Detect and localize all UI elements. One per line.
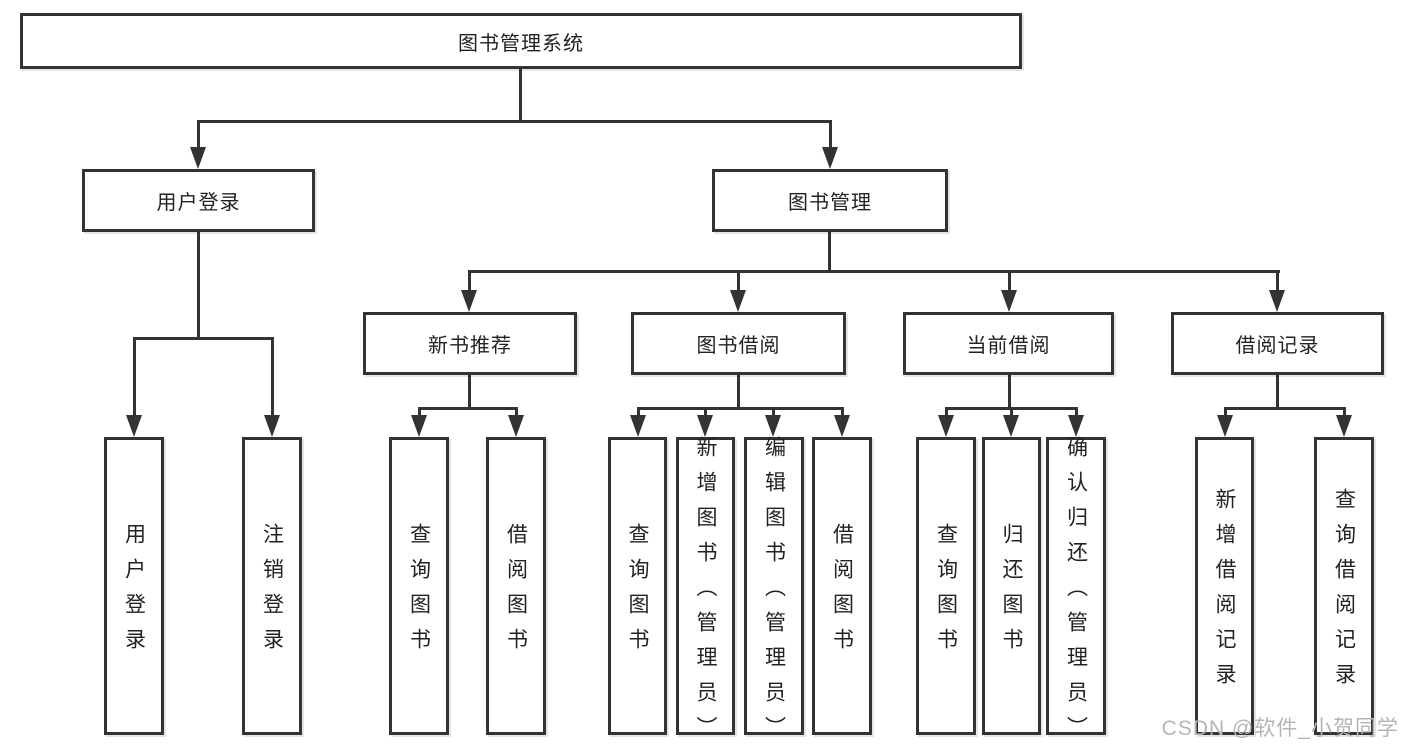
node-label: 当前借阅 (966, 335, 1051, 357)
connector-line (1010, 407, 1013, 419)
node-label: 借阅图书 (830, 523, 854, 663)
connector-line (468, 270, 471, 294)
leaf-records-query: 查询借阅记录 (1314, 437, 1374, 735)
connector-line (841, 407, 844, 419)
leaf-logout: 注销登录 (242, 437, 302, 735)
arrowhead-icon (461, 290, 477, 312)
node-label: 借阅记录 (1235, 335, 1320, 357)
connector-line (829, 120, 832, 153)
node-new-book-recommend: 新书推荐 (363, 312, 577, 375)
arrowhead-icon (1003, 415, 1019, 437)
connector-line (515, 407, 518, 419)
connector-line (737, 375, 740, 407)
connector-line (1276, 270, 1279, 294)
node-label: 确认归还（管理员） (1064, 435, 1088, 747)
leaf-newbook-query: 查询图书 (389, 437, 449, 735)
leaf-borrow-edit: 编辑图书（管理员） (744, 436, 804, 747)
arrowhead-icon (834, 415, 850, 437)
node-label: 查询图书 (626, 523, 649, 663)
node-label: 查询图书 (934, 523, 958, 663)
connector-line (133, 337, 136, 419)
arrowhead-icon (938, 415, 954, 437)
arrowhead-icon (126, 415, 142, 437)
leaf-user-login: 用户登录 (104, 437, 164, 735)
connector-line (737, 270, 740, 294)
node-label: 查询借阅记录 (1332, 488, 1356, 698)
arrowhead-icon (411, 415, 427, 437)
node-label: 归还图书 (1000, 523, 1023, 663)
connector-line (704, 407, 707, 419)
node-label: 注销登录 (260, 523, 284, 663)
leaf-borrow-add: 新增图书（管理员） (676, 436, 735, 747)
arrowhead-icon (765, 415, 781, 437)
leaf-current-query: 查询图书 (916, 437, 976, 735)
arrowhead-icon (1001, 290, 1017, 312)
arrowhead-icon (1217, 415, 1233, 437)
node-root: 图书管理系统 (20, 13, 1022, 69)
leaf-records-add: 新增借阅记录 (1195, 437, 1254, 735)
connector-line (1008, 375, 1011, 407)
connector-line (637, 407, 844, 410)
connector-line (1008, 270, 1011, 294)
connector-line (133, 337, 274, 340)
node-label: 图书管理 (788, 192, 872, 214)
connector-line (468, 375, 471, 407)
node-label: 借阅图书 (504, 523, 528, 663)
leaf-current-return: 归还图书 (982, 437, 1041, 735)
connector-line (1343, 407, 1346, 419)
connector-line (271, 337, 274, 419)
node-label: 用户登录 (122, 523, 146, 663)
connector-line (1276, 375, 1279, 407)
connector-line (1224, 407, 1227, 419)
connector-line (1224, 407, 1346, 410)
arrowhead-icon (730, 290, 746, 312)
arrowhead-icon (697, 415, 713, 437)
arrowhead-icon (508, 415, 524, 437)
connector-line (197, 232, 200, 337)
node-book-management: 图书管理 (712, 169, 948, 232)
leaf-borrow-query: 查询图书 (608, 437, 667, 735)
node-label: 图书借阅 (696, 335, 781, 357)
node-label: 图书管理系统 (458, 32, 584, 55)
node-borrow-records: 借阅记录 (1171, 312, 1384, 375)
arrowhead-icon (1336, 415, 1352, 437)
node-user-login: 用户登录 (82, 169, 315, 232)
node-label: 用户登录 (156, 192, 241, 214)
connector-line (418, 407, 421, 419)
connector-line (418, 407, 518, 410)
node-label: 新增图书（管理员） (694, 435, 717, 747)
connector-line (197, 120, 200, 153)
arrowhead-icon (1068, 415, 1084, 437)
connector-line (468, 270, 1280, 273)
connector-line (1075, 407, 1078, 419)
connector-line (945, 407, 948, 419)
connector-line (519, 69, 522, 120)
leaf-newbook-borrow: 借阅图书 (486, 437, 546, 735)
arrowhead-icon (264, 415, 280, 437)
arrowhead-icon (1269, 290, 1285, 312)
node-book-borrow: 图书借阅 (631, 312, 846, 375)
leaf-borrow-borrow: 借阅图书 (812, 437, 872, 735)
connector-line (197, 120, 832, 123)
leaf-current-confirm: 确认归还（管理员） (1046, 436, 1106, 747)
node-current-borrow: 当前借阅 (903, 312, 1114, 375)
arrowhead-icon (630, 415, 646, 437)
arrowhead-icon (822, 147, 838, 169)
node-label: 新书推荐 (428, 335, 512, 357)
arrowhead-icon (190, 147, 206, 169)
node-label: 编辑图书（管理员） (762, 435, 786, 747)
node-label: 新增借阅记录 (1213, 488, 1236, 698)
connector-line (637, 407, 640, 419)
connector-line (828, 232, 831, 270)
node-label: 查询图书 (407, 523, 431, 663)
connector-line (772, 407, 775, 419)
csdn-watermark: CSDN @软件_小贺同学 (1161, 717, 1399, 740)
